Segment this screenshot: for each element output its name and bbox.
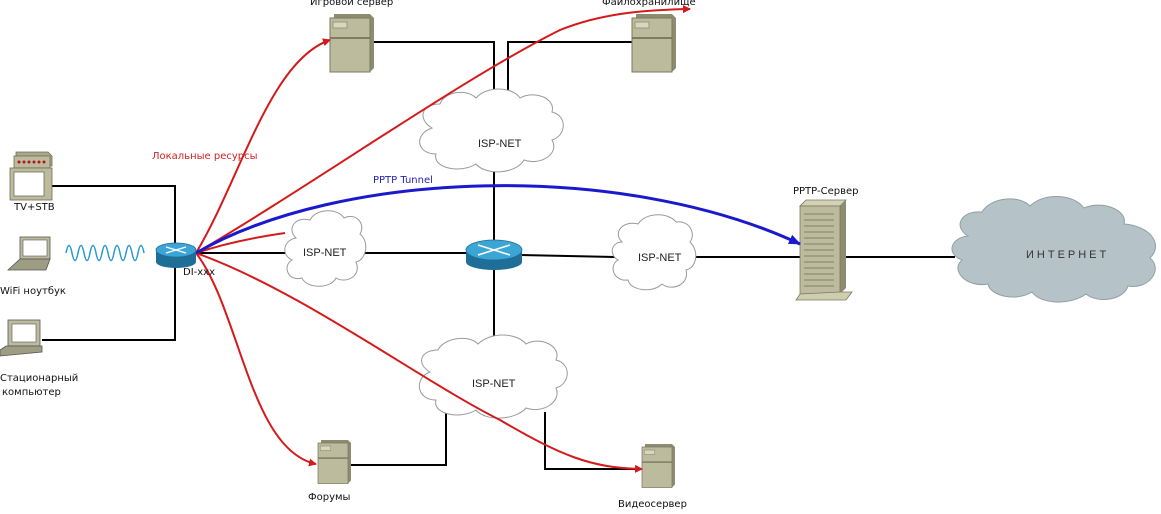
desktop-label-line1: Стационарный bbox=[0, 373, 78, 384]
link-isp-top-to-files bbox=[507, 41, 632, 110]
desktop-label-line2: компьютер bbox=[2, 387, 61, 398]
internet-cloud: ИНТЕРНЕТ bbox=[951, 195, 1156, 303]
local-resources-annotation: Локальные ресурсы bbox=[152, 151, 258, 162]
client-desktop: Стационарный компьютер bbox=[0, 319, 78, 398]
isp-right-label: ISP-NET bbox=[638, 252, 682, 264]
tower-server-icon bbox=[795, 199, 853, 301]
isp-cloud-top: ISP-NET bbox=[419, 88, 564, 173]
path-to-video-server bbox=[195, 252, 643, 473]
server-files: Файлохранилище bbox=[602, 0, 696, 73]
server-icon bbox=[329, 13, 375, 73]
isp-cloud-bottom: ISP-NET bbox=[419, 334, 568, 419]
internet-label: ИНТЕРНЕТ bbox=[1026, 249, 1109, 261]
wired-links bbox=[42, 41, 955, 470]
path-to-file-storage bbox=[195, 5, 691, 254]
link-core-to-isp-right bbox=[519, 254, 616, 258]
isp-cloud-left: ISP-NET bbox=[284, 210, 367, 287]
pptp-tunnel-path bbox=[195, 184, 801, 255]
tv-settop-box-icon bbox=[9, 151, 53, 201]
server-icon bbox=[641, 443, 676, 489]
client-tv-stb: TV+STB bbox=[9, 151, 55, 213]
pptp-tunnel-annotation: PPTP Tunnel bbox=[373, 175, 433, 186]
home-router-label: DI-xxx bbox=[183, 267, 215, 278]
server-video-label: Видеосервер bbox=[618, 499, 687, 510]
tv-stb-label: TV+STB bbox=[13, 202, 55, 213]
router-icon bbox=[465, 239, 523, 270]
server-game: Игровой сервер bbox=[310, 0, 393, 73]
pptp-server-label: PPTP-Сервер bbox=[793, 186, 858, 197]
core-router bbox=[465, 239, 523, 270]
router-icon bbox=[155, 242, 197, 268]
link-isp-bottom-to-video bbox=[544, 412, 640, 470]
link-tv-to-router bbox=[52, 185, 176, 245]
local-traffic-paths bbox=[195, 5, 691, 473]
home-router: DI-xxx bbox=[155, 242, 215, 278]
wifi-link bbox=[65, 244, 145, 262]
path-to-game-server bbox=[195, 38, 331, 254]
pptp-server: PPTP-Сервер bbox=[793, 186, 858, 301]
server-files-label: Файлохранилище bbox=[602, 0, 696, 8]
client-wifi-laptop: WiFi ноутбук bbox=[0, 236, 66, 297]
path-to-forums bbox=[195, 252, 317, 467]
isp-left-label: ISP-NET bbox=[303, 247, 347, 259]
path-to-isp-left bbox=[195, 232, 286, 254]
link-desktop-to-router bbox=[42, 265, 176, 341]
isp-cloud-right: ISP-NET bbox=[611, 214, 697, 291]
server-icon bbox=[317, 439, 352, 485]
server-icon bbox=[631, 13, 677, 73]
link-isp-top-to-game bbox=[372, 41, 495, 110]
laptop-icon bbox=[6, 236, 51, 271]
wifi-laptop-label: WiFi ноутбук bbox=[0, 286, 66, 297]
wifi-signal-icon bbox=[65, 244, 145, 262]
server-forums: Форумы bbox=[308, 439, 352, 503]
isp-bottom-label: ISP-NET bbox=[472, 378, 516, 390]
server-video: Видеосервер bbox=[618, 443, 687, 510]
server-forums-label: Форумы bbox=[308, 492, 350, 503]
link-isp-bottom-to-forums bbox=[348, 410, 447, 466]
server-game-label: Игровой сервер bbox=[310, 0, 393, 8]
isp-top-label: ISP-NET bbox=[478, 138, 522, 150]
desktop-computer-icon bbox=[0, 319, 43, 357]
